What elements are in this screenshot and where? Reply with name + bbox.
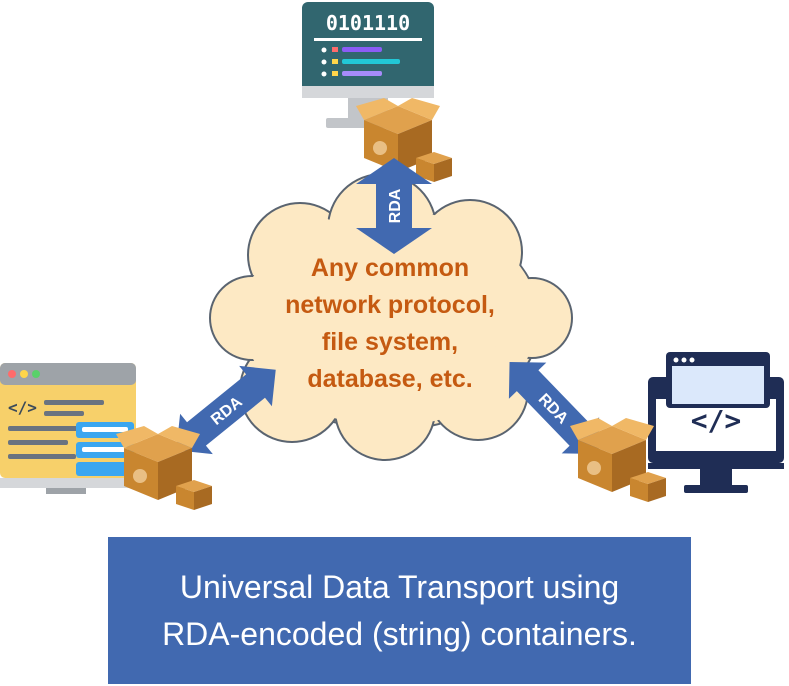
caption-line-1: Universal Data Transport using <box>179 569 620 606</box>
svg-text:</>: </> <box>691 404 742 437</box>
caption-box: Universal Data Transport using RDA-encod… <box>108 537 691 684</box>
left-code-monitor-icon: </> <box>0 363 136 494</box>
svg-text:</>: </> <box>8 398 37 417</box>
cloud-line-1: Any common <box>310 254 470 282</box>
binary-text: 0101110 <box>326 11 410 35</box>
top-rda-arrow: RDA <box>356 158 432 254</box>
cloud-line-4: database, etc. <box>307 365 473 393</box>
top-arrow-label: RDA <box>387 188 404 223</box>
cloud-line-3: file system, <box>321 328 459 356</box>
cloud-line-2: network protocol, <box>285 291 495 319</box>
cloud-label: Any common network protocol, file system… <box>250 250 530 398</box>
caption-line-2: RDA-encoded (string) containers. <box>162 615 637 652</box>
right-code-monitor-icon: </> <box>648 352 784 493</box>
